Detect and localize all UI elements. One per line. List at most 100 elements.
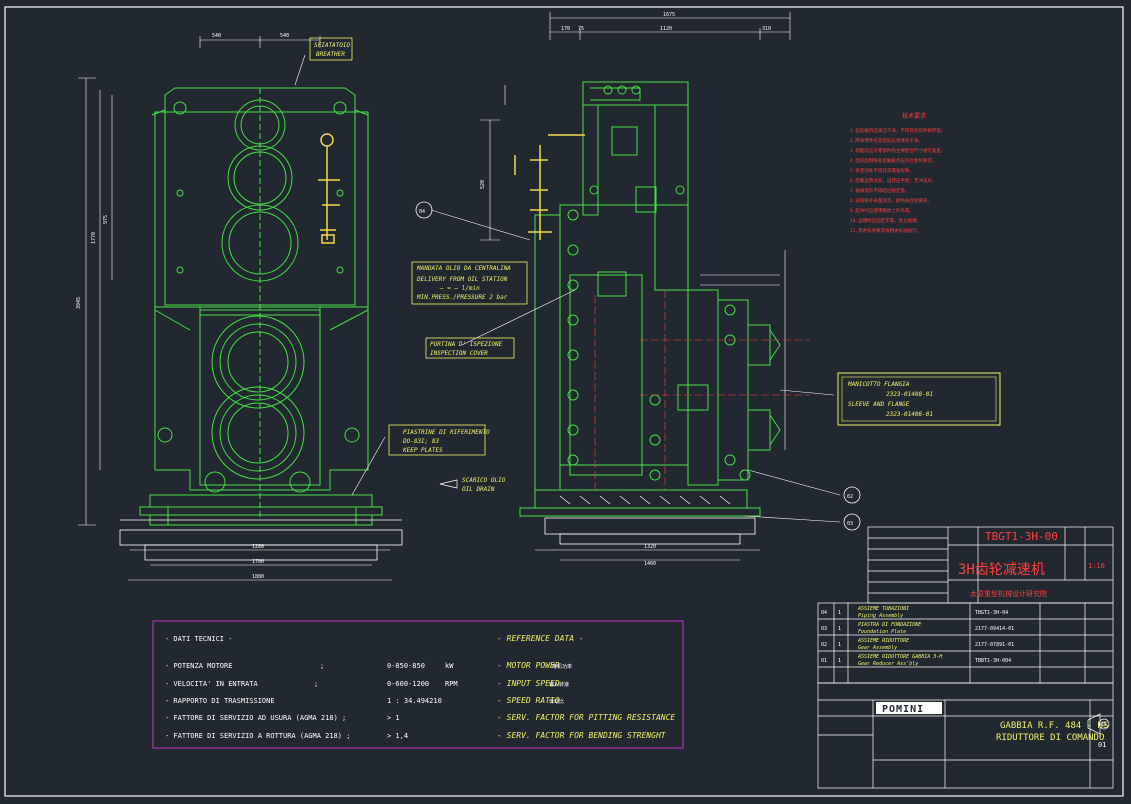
oil-drain-label-it: SCARICO OLIO — [462, 477, 506, 484]
reference-data-header: - REFERENCE DATA - — [497, 634, 584, 643]
part-desc: ASSIEME RIDUTTORE GABBIA 3-H — [857, 654, 943, 660]
breather-label-it: SFIATATOIO — [314, 42, 351, 49]
sleeve-label-it: MANICOTTO FLANGIA — [847, 381, 910, 388]
dim-bottom: 1280 — [252, 544, 264, 550]
note-line: 8.减速机外表面涂漆，颜色按合同要求。 — [850, 197, 932, 204]
dim-bottom: 1880 — [252, 574, 264, 580]
tech-label: - VELOCITA' IN ENTRATA — [165, 680, 259, 688]
tech-value: 0-850-850 — [387, 662, 425, 670]
title-block-grid — [817, 526, 1114, 789]
side-dimensions — [480, 12, 791, 561]
delivery-label-it: MANDATA OLIO DA CENTRALINA — [416, 265, 511, 272]
sleeve-code-1: 2323-01408-01 — [886, 391, 933, 398]
sleeve-box-inner — [841, 376, 997, 422]
keep-plates-box — [388, 424, 486, 456]
ref-label: - MOTOR POWER — [497, 661, 560, 670]
note-line: 7.轴承温升不得超过规定值。 — [850, 187, 909, 194]
callout-balloons — [415, 201, 861, 531]
note-line: 3.装配前应对零部件的主要配合尺寸进行复查。 — [850, 147, 945, 154]
dim-top: 75 — [578, 26, 584, 32]
oil-drain-arrow — [439, 479, 458, 489]
tech-label: - POTENZA MOTORE — [165, 662, 232, 670]
note-line: 6.空载运转试验，运转应平稳，无冲击声。 — [850, 177, 936, 184]
sleeve-box-outer — [837, 372, 1001, 426]
dimension-values: 540 540 1675 170 75 1120 310 1280 1700 1… — [76, 12, 771, 580]
breather-label-en: BREATHER — [316, 51, 345, 58]
dim-bottom: 1460 — [644, 561, 656, 567]
note-line: 1.齿轮箱内应清洁干净，不得有任何杂物存留。 — [850, 127, 945, 134]
ref-label: - INPUT SPEED — [497, 679, 560, 688]
title-it: GABBIA R.F. 484 - HS — [1000, 721, 1108, 731]
leader-lines — [294, 54, 841, 523]
delivery-box — [411, 261, 528, 305]
tech-label: - RAPPORTO DI TRASMISSIONE — [165, 697, 275, 705]
note-line: 9.起吊时应使用箱体上的吊耳。 — [850, 207, 914, 214]
subtitle-it: RIDUTTORE DI COMANDO — [996, 733, 1104, 743]
tech-unit: RPM — [445, 680, 458, 688]
pomini-logo-box — [876, 702, 942, 714]
dim-top: 170 — [561, 26, 570, 32]
tech-label: - FATTORE DI SERVIZIO A ROTTURA (AGMA 21… — [165, 732, 350, 740]
front-pipework — [318, 133, 340, 244]
part-qty: 1 — [838, 658, 841, 664]
inspection-label-it: PORTINA D' ISPEZIONE — [430, 341, 503, 348]
tech-row: - RAPPORTO DI TRASMISSIONE 1 : 34.494210… — [165, 696, 564, 705]
side-foundation — [544, 495, 756, 545]
keep-plates-label-en: KEEP PLATES — [402, 447, 443, 454]
part-no: 02 — [821, 642, 827, 648]
part-qty: 1 — [838, 626, 841, 632]
dim-side: 3945 — [76, 297, 82, 309]
oil-drain-label-en: OIL DRAIN — [462, 486, 495, 493]
part-desc: ASSIEME RIDUTTORE — [857, 638, 909, 644]
side-view — [519, 81, 781, 517]
dim-side: 520 — [480, 180, 486, 189]
part-desc-en: Foundation Plate — [858, 629, 906, 635]
notes-title: 技术要求 — [902, 112, 926, 120]
note-line: 2.所有零件在装配前必须清洗干净。 — [850, 137, 923, 144]
front-foundation — [119, 519, 403, 561]
tech-row: - FATTORE DI SERVIZIO A ROTTURA (AGMA 21… — [165, 731, 667, 740]
dim-top: 540 — [280, 33, 289, 39]
part-code: TBBT1-3H-004 — [975, 658, 1011, 664]
note-line: 5.各密封处不得有渗漏油现象。 — [850, 167, 914, 174]
part-desc-en: Gear Reducer Ass'bly — [858, 661, 918, 667]
keep-plates-code: DO-83I; 83 — [402, 438, 440, 445]
breather-box — [309, 37, 353, 61]
dim-side: 975 — [103, 215, 109, 224]
title-cn: 3H齿轮减速机 — [958, 562, 1045, 578]
ref-label-cn: 电机功率 — [552, 663, 572, 670]
note-line: 10.运输时应固定牢靠，防止碰撞。 — [850, 217, 921, 224]
ref-label-cn: 输入转速 — [549, 681, 569, 688]
dim-side: 1770 — [91, 232, 97, 244]
part-code: TBGT1-3H-04 — [975, 610, 1008, 616]
dim-bottom: 1320 — [644, 544, 656, 550]
part-no: 04 — [821, 610, 827, 616]
ref-label: - SERV. FACTOR FOR BENDING STRENGHT — [497, 731, 667, 740]
part-code: 2177-07891-01 — [975, 642, 1014, 648]
notes-list: 1.齿轮箱内应清洁干净，不得有任何杂物存留。 2.所有零件在装配前必须清洗干净。… — [850, 127, 945, 234]
delivery-flow: — = — l/min — [439, 285, 480, 292]
side-pipework — [514, 134, 585, 240]
sheet-number: 01 — [1098, 741, 1106, 749]
front-dimensions — [78, 36, 392, 581]
company-cn: 太原重型机械设计研究院 — [970, 589, 1047, 598]
drawing-frame — [4, 6, 1124, 797]
dim-bottom: 1700 — [252, 559, 264, 565]
tech-label: - FATTORE DI SERVIZIO AD USURA (AGMA 218… — [165, 714, 346, 722]
ref-label: - SERV. FACTOR FOR PITTING RESISTANCE — [497, 713, 675, 722]
part-no: 03 — [821, 626, 827, 632]
part-qty: 1 — [838, 642, 841, 648]
note-line: 11.其余技术要求按相关标准执行。 — [850, 227, 921, 234]
part-desc: ASSIEME TUBAZIONI — [857, 606, 909, 612]
callout-02: 02 — [847, 494, 853, 500]
sleeve-label-en: SLEEVE AND FLANGE — [848, 401, 910, 408]
scale-value: 1:10 — [1088, 562, 1105, 570]
note-line: 4.齿轮副侧隙及接触斑点应符合图样要求。 — [850, 157, 936, 164]
delivery-label-en: DELIVERY FROM OIL STATION — [416, 276, 508, 283]
front-view — [139, 87, 383, 526]
drawing-number: TBGT1-3H-00 — [985, 530, 1058, 543]
part-qty: 1 — [838, 610, 841, 616]
dim-top: 540 — [212, 33, 221, 39]
tech-value: 0-600-1200 — [387, 680, 429, 688]
